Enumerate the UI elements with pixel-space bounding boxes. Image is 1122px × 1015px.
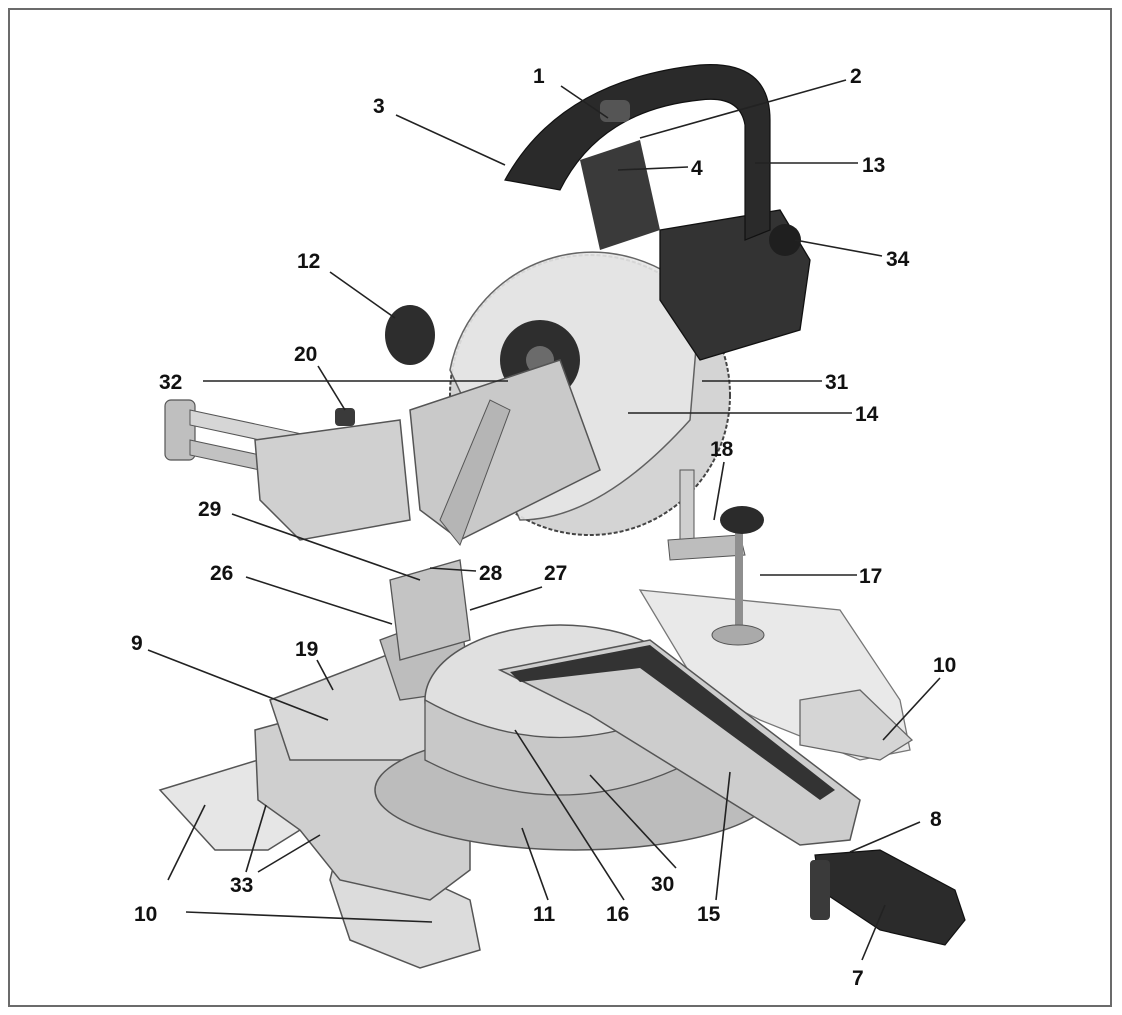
lock-handle <box>814 849 966 946</box>
leader-7 <box>861 904 886 961</box>
callout-3: 3 <box>373 95 385 118</box>
callout-7: 7 <box>852 967 864 990</box>
callout-13: 13 <box>862 154 885 177</box>
callout-15: 15 <box>697 903 721 926</box>
rail-carriage <box>254 419 411 541</box>
clamp-screw <box>735 530 743 630</box>
arm-body <box>497 639 861 846</box>
lock-clip <box>810 860 830 920</box>
main-handle <box>504 64 771 241</box>
clamp-foot <box>711 624 765 646</box>
callout-11: 11 <box>533 903 556 926</box>
leader-4 <box>617 166 689 171</box>
leader-30 <box>589 774 677 869</box>
leader-20 <box>317 365 346 411</box>
clamp-knob <box>720 506 764 534</box>
callout-20: 20 <box>294 343 317 366</box>
callout-8: 8 <box>930 808 942 831</box>
callout-10-left: 10 <box>134 903 157 926</box>
callout-labels: 1 2 3 4 13 34 12 20 32 31 14 18 29 28 17… <box>131 65 956 990</box>
leader-10c <box>882 677 941 741</box>
saw-head <box>409 251 731 547</box>
callout-17: 17 <box>859 565 882 588</box>
work-clamp <box>667 469 765 646</box>
callout-18: 18 <box>710 438 734 461</box>
leader-18 <box>713 461 725 521</box>
callout-10-right: 10 <box>933 654 956 677</box>
leader-3 <box>395 114 506 166</box>
leader-34 <box>794 239 883 257</box>
callout-4: 4 <box>691 157 703 180</box>
leader-1 <box>560 85 609 119</box>
leader-2 <box>639 79 847 139</box>
leader-19 <box>316 659 334 691</box>
callout-30: 30 <box>651 873 674 896</box>
leader-12 <box>329 271 396 319</box>
leader-8 <box>849 821 921 853</box>
handle-upright <box>580 140 660 250</box>
slide-rails <box>164 399 471 661</box>
rail-end-cap <box>164 399 196 461</box>
callout-1: 1 <box>533 65 545 88</box>
leader-15 <box>715 771 731 901</box>
motor-end-cap <box>769 224 801 256</box>
side-knob <box>385 305 435 365</box>
callout-28: 28 <box>479 562 503 585</box>
leader-10b <box>185 911 433 923</box>
leader-9 <box>147 649 329 721</box>
trigger-switch <box>600 100 630 122</box>
callout-31: 31 <box>825 371 849 394</box>
clamp-arm <box>667 534 746 561</box>
callout-12: 12 <box>297 250 320 273</box>
callout-29: 29 <box>198 498 221 521</box>
callout-14: 14 <box>855 403 879 426</box>
callout-33: 33 <box>230 874 253 897</box>
leader-28 <box>429 567 477 572</box>
callout-2: 2 <box>850 65 862 88</box>
leader-11 <box>521 827 549 901</box>
leader-26 <box>245 576 393 625</box>
callout-27: 27 <box>544 562 567 585</box>
guard-link <box>439 399 511 547</box>
callout-34: 34 <box>886 248 910 271</box>
leader-27 <box>469 586 543 611</box>
saw-base <box>158 589 914 969</box>
callout-19: 19 <box>295 638 318 661</box>
arm-slot <box>510 645 835 800</box>
leader-33a <box>245 804 267 873</box>
leader-lines <box>147 79 941 961</box>
base-right-foot <box>799 689 914 761</box>
lock-knob-rear <box>335 408 355 426</box>
extension-arm <box>497 639 966 946</box>
callout-9: 9 <box>131 632 143 655</box>
motor-handle <box>385 64 811 365</box>
leader-10a <box>167 804 206 881</box>
leader-29 <box>231 513 421 581</box>
callout-16: 16 <box>606 903 629 926</box>
callout-32: 32 <box>159 371 182 394</box>
callout-26: 26 <box>210 562 233 585</box>
tilt-pivot-block <box>389 559 471 661</box>
leader-16 <box>514 729 625 901</box>
leader-33b <box>257 834 321 873</box>
